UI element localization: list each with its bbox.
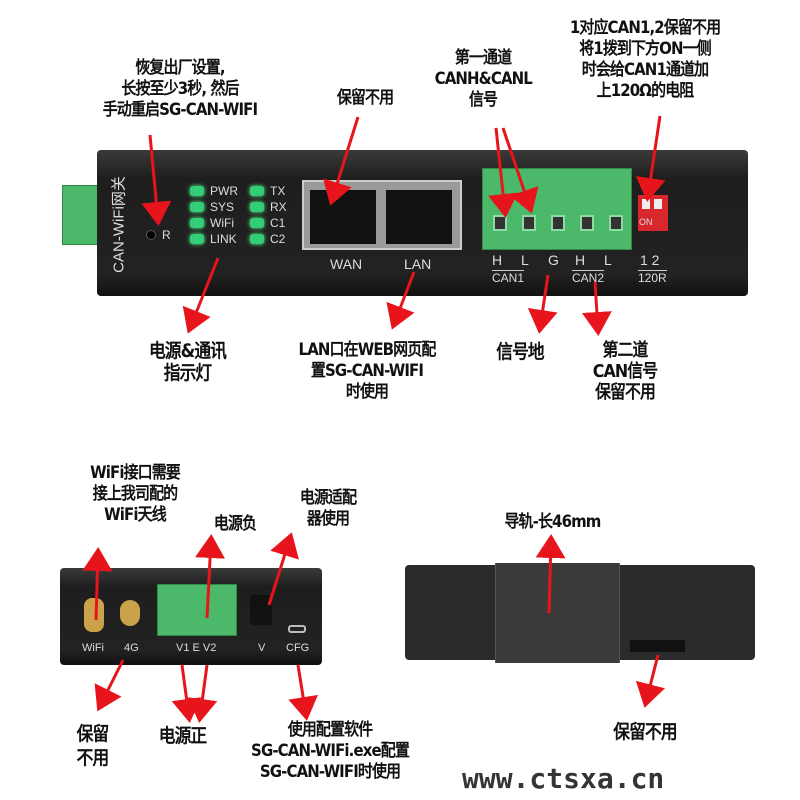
annotation-wan-reserved: 保留不用 [336, 88, 394, 108]
power-terminal [157, 584, 237, 636]
port-label: V [258, 642, 266, 654]
pin-label: L [604, 252, 612, 268]
led-label: TX [270, 184, 286, 198]
led-sys [190, 202, 204, 212]
pin-label: L [521, 252, 529, 268]
annotation-reserved-4g: 保留不用 [76, 723, 110, 769]
brand-label: CAN-WiFi网关 [110, 176, 128, 273]
wifi-antenna-port[interactable] [84, 598, 104, 632]
annotation-adapter: 电源适配器使用 [299, 488, 357, 529]
annotation-power-neg: 电源负 [213, 514, 257, 534]
annotation-power-pos: 电源正 [158, 725, 207, 747]
reset-button[interactable] [146, 230, 156, 240]
dip-numbers: 1 2 [640, 252, 660, 268]
dip-label: 120R [638, 270, 667, 285]
led-c2 [250, 234, 264, 244]
led-tx [250, 186, 264, 196]
lan-port[interactable] [386, 190, 452, 244]
led-pwr [190, 186, 204, 196]
4g-antenna-port[interactable] [120, 600, 140, 626]
pin-label: H [575, 252, 586, 268]
port-label: V1 E V2 [176, 642, 217, 654]
usb-cfg-port[interactable] [288, 625, 306, 633]
led-label: C1 [270, 216, 286, 230]
sim-slot [630, 640, 685, 652]
annotation-reserved-right: 保留不用 [613, 721, 677, 743]
led-label: SYS [210, 200, 235, 214]
port-label: CFG [286, 642, 310, 654]
pin-label: H [492, 252, 503, 268]
led-c1 [250, 218, 264, 228]
can-terminal [482, 168, 632, 250]
led-rx [250, 202, 264, 212]
port-label: WiFi [82, 642, 104, 654]
annotation-leds: 电源&通讯指示灯 [148, 340, 227, 384]
annotation-reset: 恢复出厂设置,长按至少3秒, 然后手动重启SG-CAN-WIFI [102, 58, 258, 120]
watermark: www.ctsxa.cn [462, 762, 665, 795]
led-label: C2 [270, 232, 286, 246]
dc-jack[interactable] [250, 595, 272, 625]
dip-on-label: ON [639, 217, 653, 227]
led-label: PWR [210, 184, 238, 198]
annotation-rail: 导轨-长46mm [504, 512, 601, 532]
reset-label: R [162, 228, 171, 242]
led-label: RX [270, 200, 287, 214]
led-link [190, 234, 204, 244]
annotation-ground: 信号地 [496, 341, 544, 363]
led-label: WiFi [210, 216, 234, 230]
dip-switch[interactable]: ON [638, 195, 668, 231]
led-label: LINK [210, 232, 237, 246]
can1-label: CAN1 [492, 270, 525, 285]
side-connector [62, 185, 100, 245]
port-label: 4G [124, 642, 139, 654]
led-wifi [190, 218, 204, 228]
wan-port[interactable] [310, 190, 376, 244]
can2-label: CAN2 [572, 270, 605, 285]
rj45-block [302, 180, 462, 250]
din-rail-clip [495, 563, 620, 663]
lan-label: LAN [404, 256, 432, 272]
annotation-dip: 1对应CAN1,2保留不用将1拨到下方ON一侧时会给CAN1通道加上120Ω的电… [569, 18, 721, 101]
wan-label: WAN [330, 256, 363, 272]
pin-label: G [548, 252, 559, 268]
